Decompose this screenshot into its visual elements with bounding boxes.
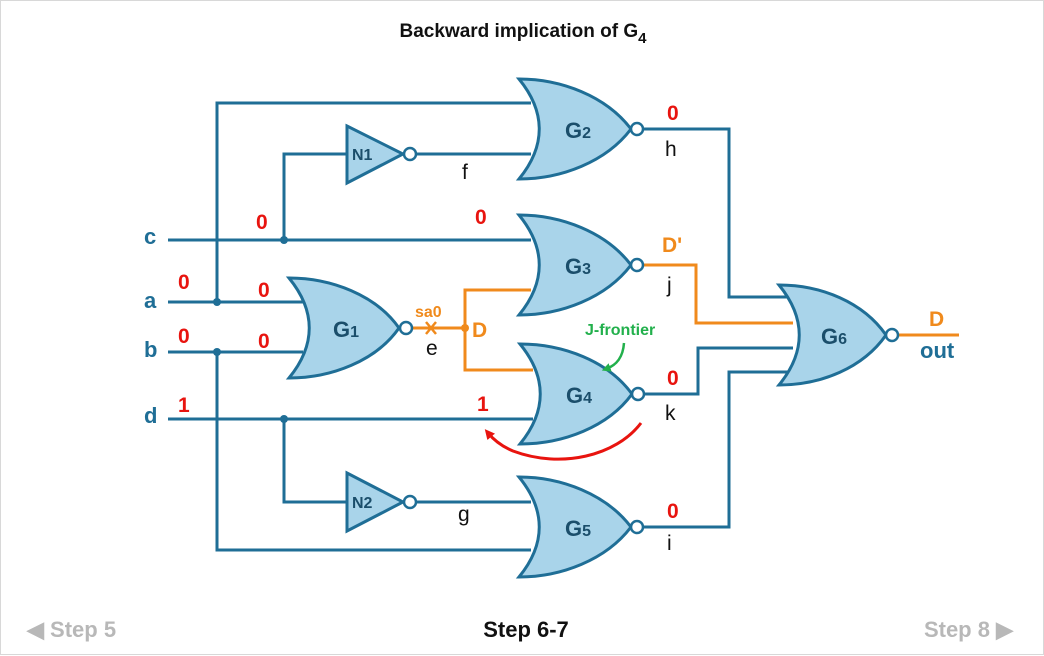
input-label-d: d [144, 403, 157, 428]
input-label-a: a [144, 288, 157, 313]
svg-text:G4: G4 [566, 383, 592, 408]
wire-e-to-g4 [463, 328, 533, 372]
wire-label-e: e [426, 337, 438, 360]
wire-label-k: k [665, 402, 676, 425]
svg-text:G3: G3 [565, 254, 591, 279]
wire-label-h: h [665, 138, 677, 161]
wire-b-trunk [215, 352, 531, 552]
prev-step-button[interactable]: ◀ Step 5 [26, 617, 116, 642]
wire-h [644, 127, 791, 299]
value-out: D [929, 308, 944, 331]
stuck-at-label: sa0 [415, 304, 442, 321]
value-k: 0 [667, 367, 679, 390]
value-c-branch: 0 [256, 211, 268, 234]
next-step-button[interactable]: Step 8 ▶ [924, 617, 1014, 642]
value-g3-input: 0 [475, 206, 487, 229]
gate-g6: G6 [775, 283, 900, 387]
wire-label-i: i [667, 532, 672, 555]
wire-a-trunk [215, 101, 531, 302]
value-j: D' [662, 234, 682, 257]
svg-text:N2: N2 [352, 495, 373, 512]
value-b-g1: 0 [258, 330, 270, 353]
fault-cross-icon [425, 321, 437, 335]
gate-g1: G1 [285, 276, 414, 380]
wire-j [644, 263, 793, 325]
svg-text:G5: G5 [565, 516, 591, 541]
svg-text:G1: G1 [333, 317, 359, 342]
current-step-label: Step 6-7 [483, 617, 569, 642]
diagram-title: Backward implication of G4 [400, 21, 648, 47]
junction-dot [280, 236, 288, 244]
inverter-n1: N1 [345, 123, 418, 186]
wire-label-f: f [462, 161, 468, 184]
value-d-input: 1 [178, 394, 190, 417]
wire-i [644, 370, 791, 529]
value-h: 0 [667, 102, 679, 125]
svg-text:G6: G6 [821, 324, 847, 349]
value-a-g1: 0 [258, 279, 270, 302]
gate-g5: G5 [515, 475, 645, 579]
gate-g4: G4 [516, 342, 646, 446]
gate-g2: G2 [515, 77, 645, 181]
value-g4-input: 1 [477, 393, 489, 416]
value-i: 0 [667, 500, 679, 523]
svg-text:N1: N1 [352, 147, 373, 164]
junction-dot [461, 324, 469, 332]
inverter-n2: N2 [345, 470, 418, 534]
gate-g3: G3 [515, 213, 645, 317]
output-label-out: out [920, 338, 955, 363]
backward-implication-arrow-icon [484, 422, 643, 461]
input-label-b: b [144, 337, 157, 362]
wire-label-g: g [458, 503, 470, 526]
wire-label-j: j [666, 274, 672, 297]
wire-c-to-n1 [282, 152, 347, 240]
junction-dot [213, 348, 221, 356]
svg-text:G2: G2 [565, 118, 591, 143]
value-b-input: 0 [178, 325, 190, 348]
j-frontier-label: J-frontier [585, 322, 655, 339]
input-label-c: c [144, 224, 156, 249]
value-e: D [472, 319, 487, 342]
wire-d-to-n2 [282, 419, 347, 504]
j-frontier-arrow-icon [601, 342, 626, 372]
value-a-input: 0 [178, 271, 190, 294]
wire-k [645, 346, 793, 396]
wire-e-to-g3 [463, 288, 531, 328]
junction-dot [280, 415, 288, 423]
junction-dot [213, 298, 221, 306]
